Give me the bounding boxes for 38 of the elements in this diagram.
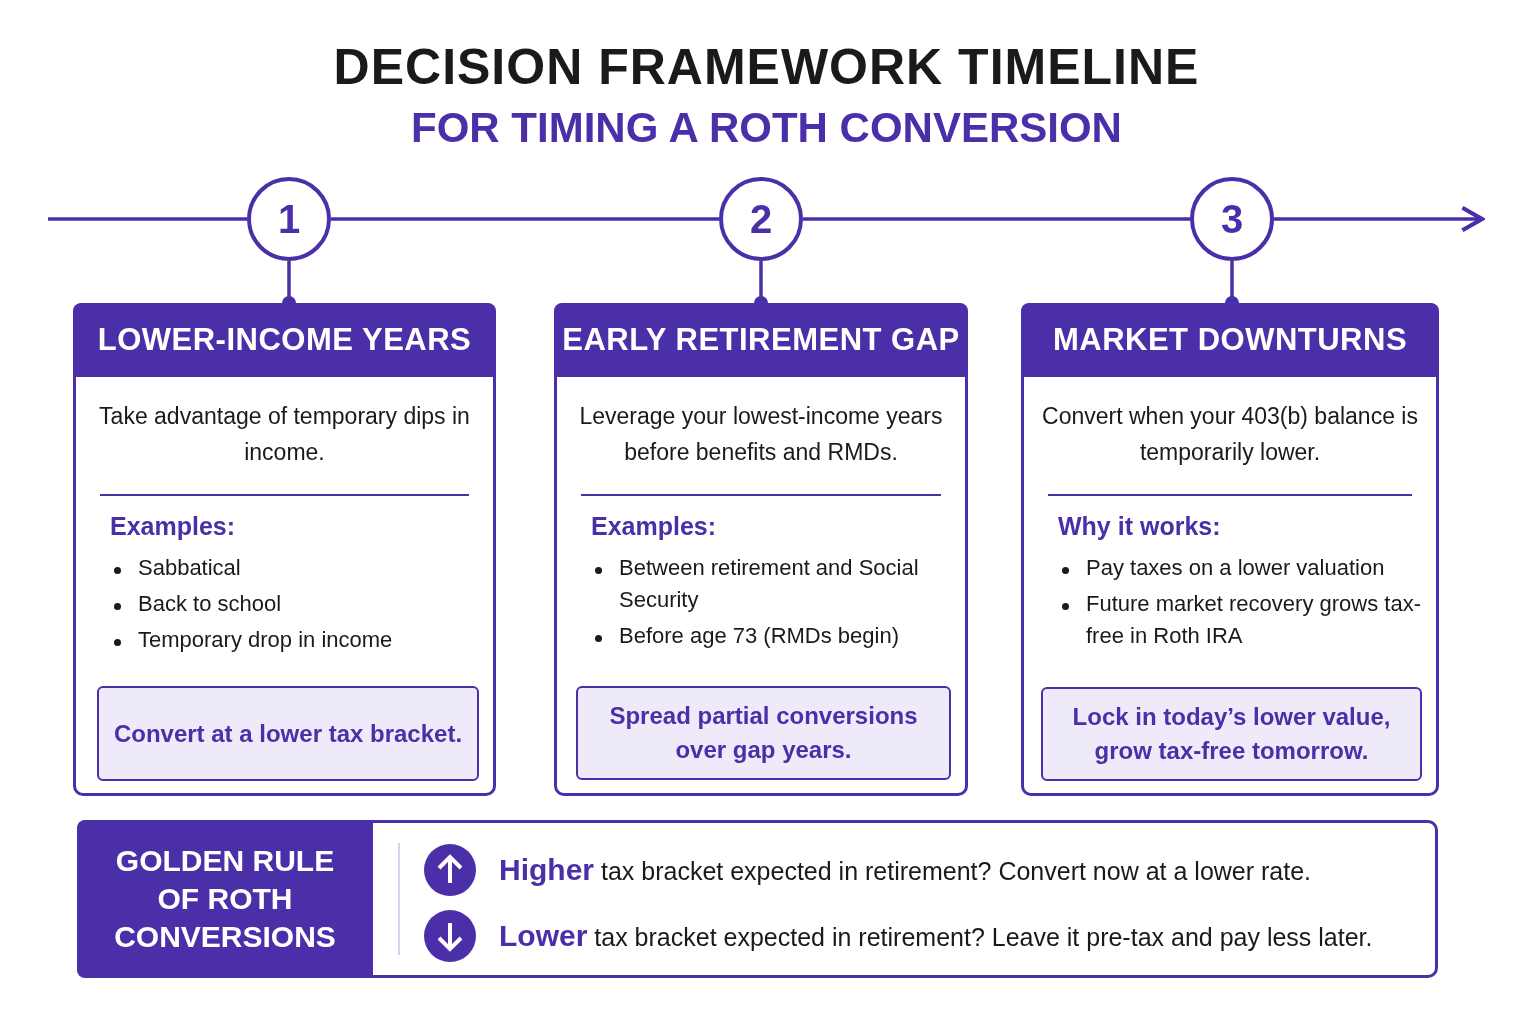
card xyxy=(1021,303,1439,796)
step-number: 1 xyxy=(277,196,301,242)
subheading: Examples: xyxy=(591,512,717,541)
card-header: MARKET DOWNTURNS xyxy=(1021,303,1439,377)
panel-heading: GOLDEN RULE OF ROTH CONVERSIONS xyxy=(77,820,373,978)
step-number: 2 xyxy=(749,196,773,242)
rule-text: Lower tax bracket expected in retirement? Leave it pre-tax and pay less later. xyxy=(499,919,1373,953)
timeline-line xyxy=(48,217,247,221)
timeline-line xyxy=(803,217,1190,221)
list-item: Back to school xyxy=(110,588,479,620)
tip-box xyxy=(576,686,951,780)
tip-box xyxy=(1041,687,1422,781)
card-header: LOWER-INCOME YEARS xyxy=(73,303,496,377)
rule-panel xyxy=(77,820,1438,978)
subtitle: FOR TIMING A ROTH CONVERSION xyxy=(410,104,1123,152)
timeline-arrow xyxy=(1274,205,1485,233)
subheading: Examples: xyxy=(110,512,236,541)
card xyxy=(73,303,496,796)
description: Leverage your lowest-income years before benefits and RMDs. xyxy=(578,402,944,467)
list-item: Future market recovery grows tax-free in Roth IRA xyxy=(1058,588,1422,652)
card-header: EARLY RETIREMENT GAP xyxy=(554,303,968,377)
list-item: Before age 73 (RMDs begin) xyxy=(591,620,951,652)
subheading: Why it works: xyxy=(1058,512,1221,541)
timeline-line xyxy=(331,217,719,221)
tip-text: Convert at a lower tax bracket. xyxy=(112,718,464,749)
step-number: 3 xyxy=(1220,196,1244,242)
description: Take advantage of temporary dips in income. xyxy=(98,402,471,467)
rule-text: Higher tax bracket expected in retirement? Convert now at a lower rate. xyxy=(499,853,1312,887)
tip-box xyxy=(97,686,479,781)
list-item: Pay taxes on a lower valuation xyxy=(1058,552,1422,584)
description: Convert when your 403(b) balance is temporarily lower. xyxy=(1041,402,1419,467)
title: DECISION FRAMEWORK TIMELINE xyxy=(332,38,1201,96)
tip-text: Spread partial conversions over gap years. xyxy=(608,701,919,765)
list-item: Between retirement and Social Security xyxy=(591,552,951,616)
card xyxy=(554,303,968,796)
list-item: Temporary drop in income xyxy=(110,624,479,656)
tip-text: Lock in today’s lower value, grow tax-free tomorrow. xyxy=(1071,702,1392,766)
list-item: Sabbatical xyxy=(110,552,479,584)
